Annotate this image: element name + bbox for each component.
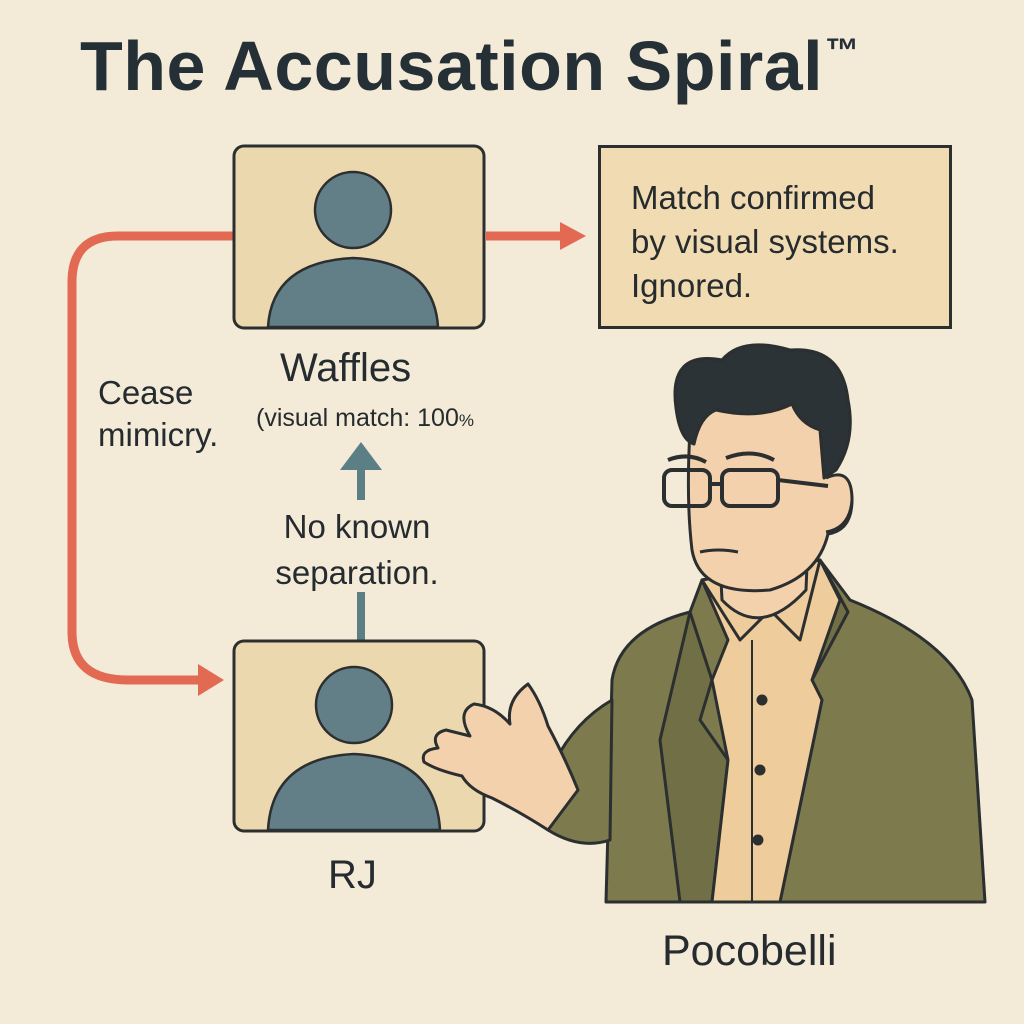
waffles-avatar-frame: [232, 144, 486, 330]
confirmation-note: Match confirmed by visual systems. Ignor…: [598, 145, 952, 329]
loop-arrow-label: Cease mimicry.: [98, 374, 219, 453]
note-arrow-head: [560, 222, 586, 250]
rj-silhouette-head: [314, 665, 394, 745]
pocobelli-illustration: [421, 343, 987, 904]
hair: [673, 343, 852, 480]
trademark-mark: ™: [825, 32, 860, 70]
loop-arrow: [67, 231, 237, 685]
waffles-label: Waffles: [280, 346, 412, 390]
shirt-button: [756, 694, 768, 706]
eyebrow-left: [667, 454, 707, 464]
up-arrow-head: [340, 442, 382, 470]
title-text: The Accusation Spiral: [80, 27, 824, 105]
pointing-hand: [421, 682, 580, 832]
page-title: The Accusation Spiral™: [80, 26, 860, 106]
shirt: [700, 558, 842, 904]
note-line: Match confirmed: [631, 179, 875, 216]
glasses-lens-left: [662, 468, 712, 508]
shirt-button: [754, 764, 766, 776]
shirt-button: [752, 834, 764, 846]
rj-label: RJ: [328, 853, 377, 897]
waffles-match-label: (visual match: 100%: [256, 404, 474, 433]
eyebrow-right: [725, 451, 775, 462]
waffles-silhouette-head: [313, 170, 393, 250]
rj-avatar-frame: [232, 639, 486, 833]
note-line: by visual systems.: [631, 223, 899, 260]
glasses-arm: [777, 478, 829, 488]
pocobelli-label: Pocobelli: [662, 927, 837, 975]
mouth: [699, 548, 739, 554]
up-arrow-label: No known separation.: [275, 508, 439, 591]
glasses-lens-right: [720, 468, 780, 508]
waffles-silhouette-body: [266, 256, 440, 329]
ear: [825, 473, 854, 534]
note-line: Ignored.: [631, 267, 753, 304]
loop-arrow-head: [198, 664, 224, 696]
waffles-match-unit: %: [458, 411, 474, 430]
rj-silhouette-body: [266, 752, 442, 832]
waffles-match-text: (visual match: 100: [256, 404, 459, 432]
